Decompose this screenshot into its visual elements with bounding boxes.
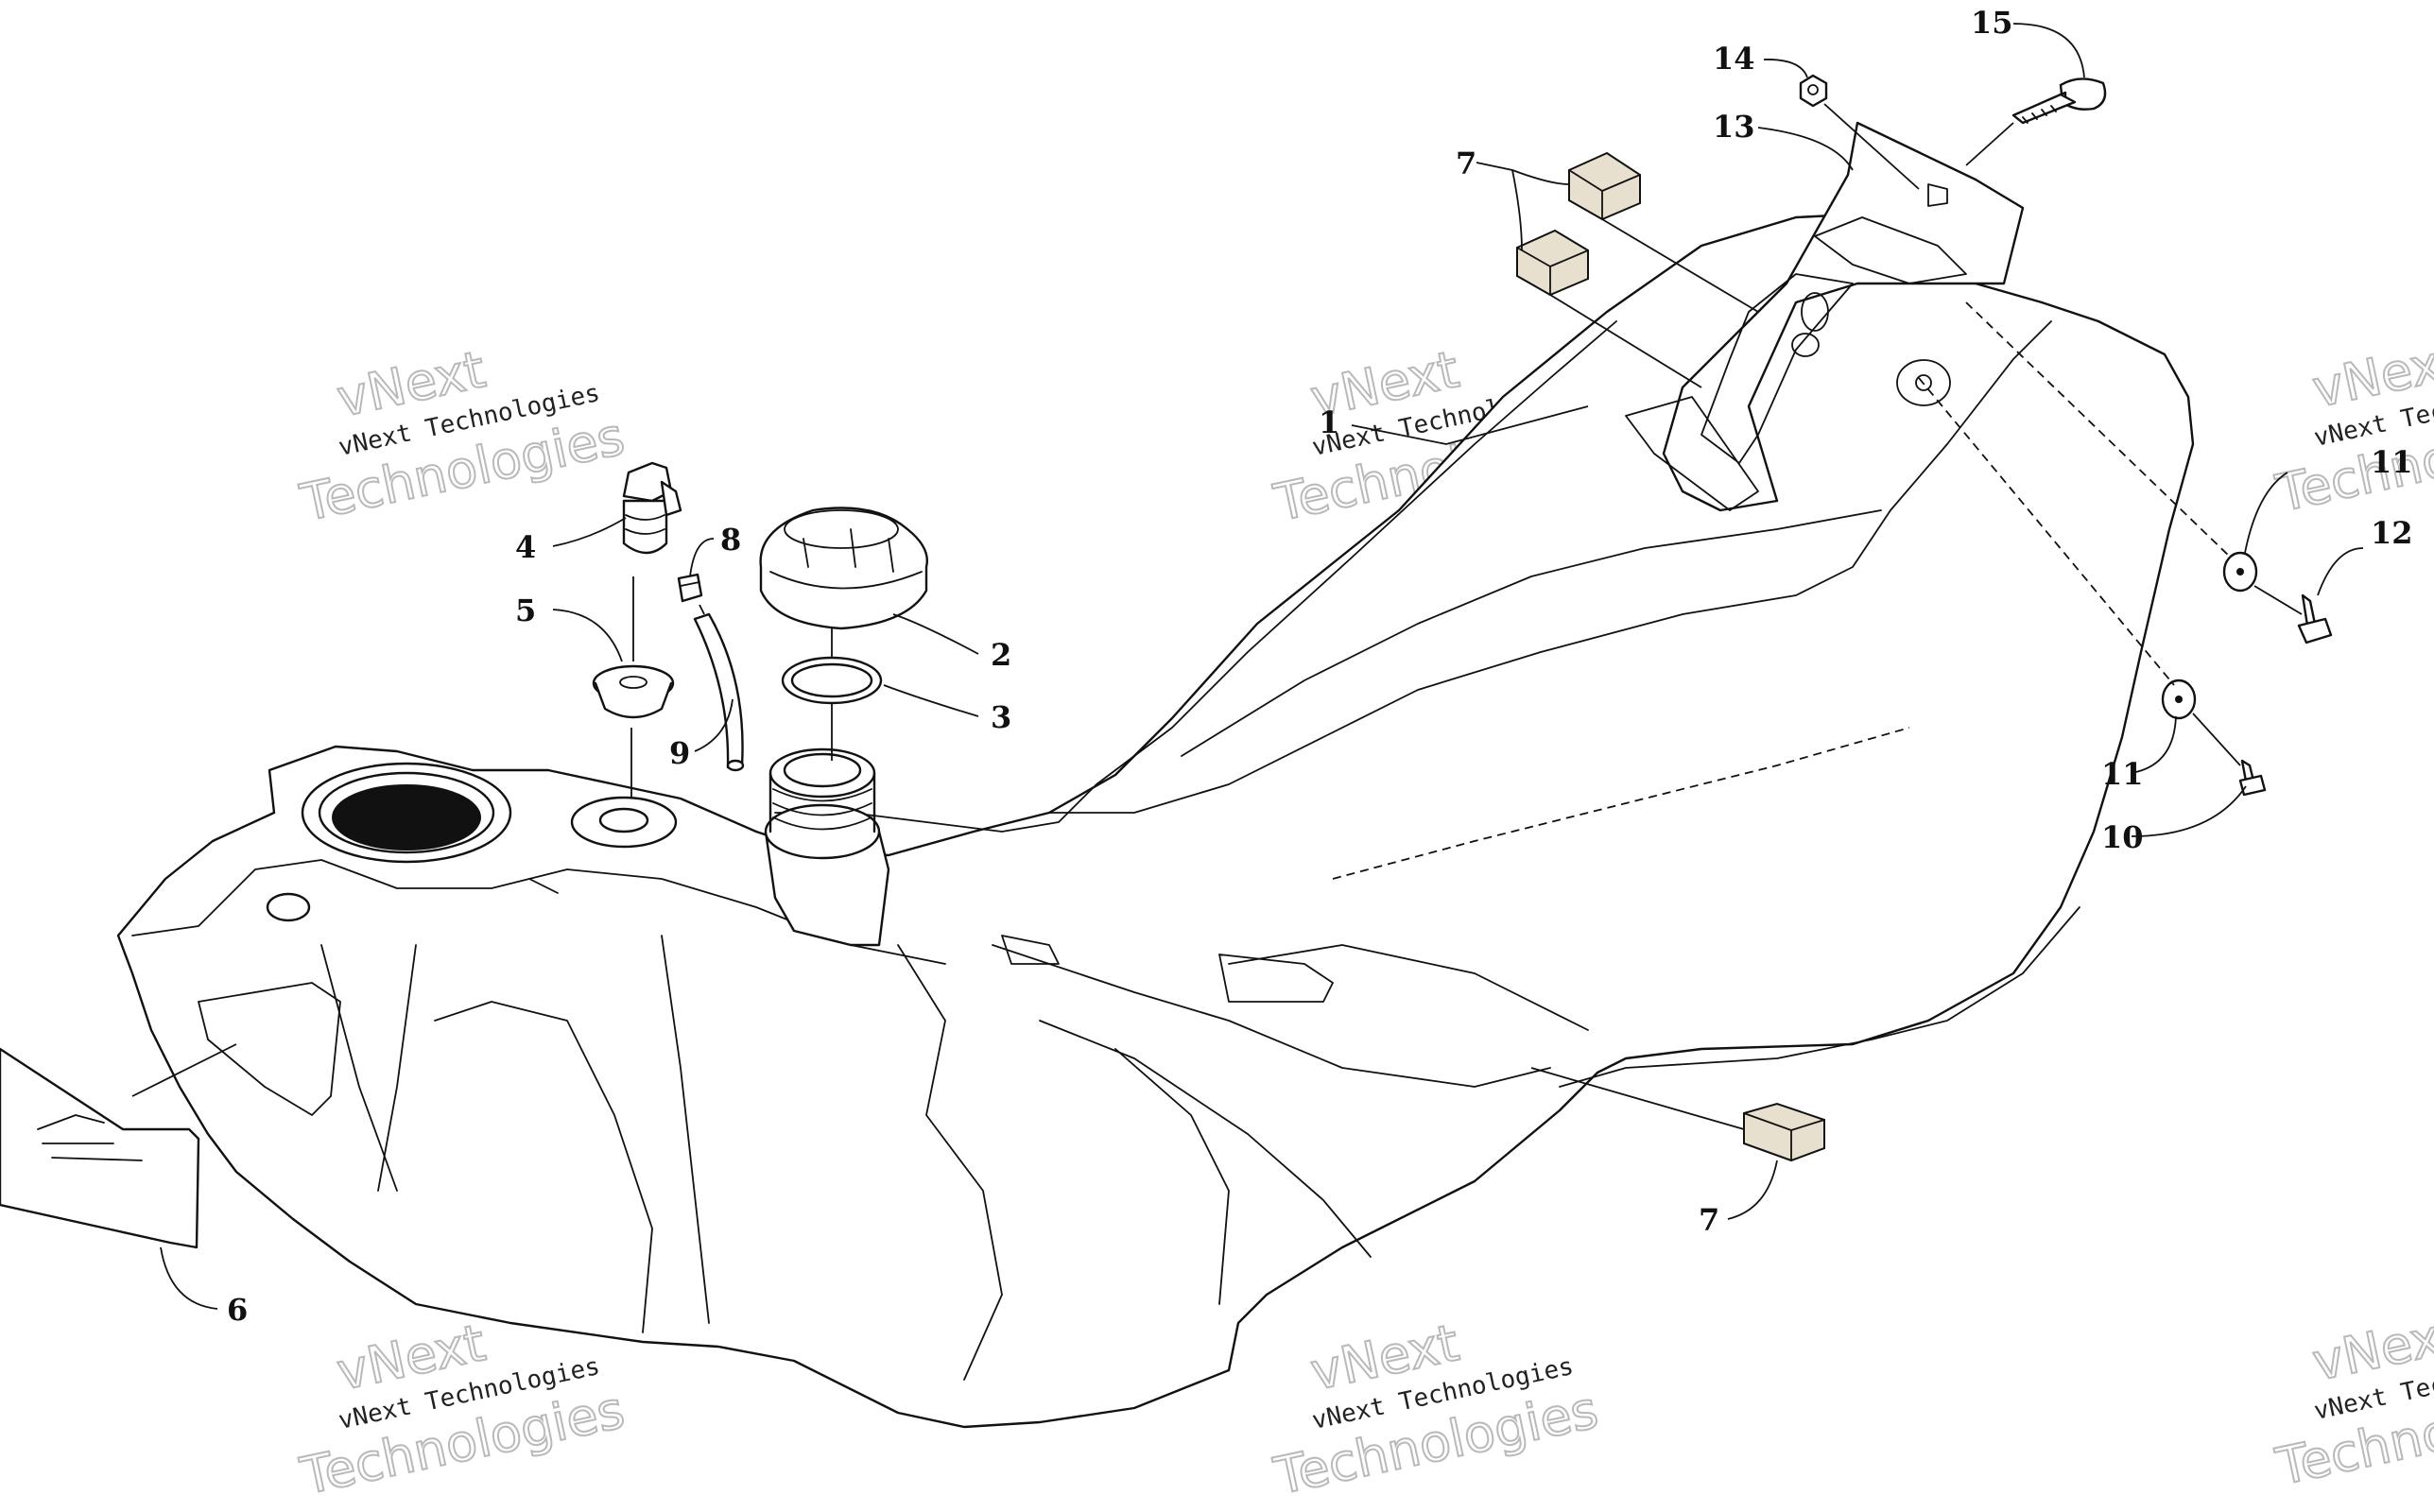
decal-label <box>0 1047 200 1249</box>
callout-11-lower: 11 <box>2101 756 2144 792</box>
vent-valve <box>622 461 682 555</box>
callout-7-lower: 7 <box>1699 1202 1719 1238</box>
watermark-top-right: vNext vNext Technologies Technologies <box>2270 329 2434 524</box>
watermark-bottom-center: vNext vNext Technologies Technologies <box>1268 1312 1603 1507</box>
callout-15: 15 <box>1971 5 2013 41</box>
callout-4: 4 <box>515 529 536 565</box>
leader-lines <box>160 23 2364 1310</box>
nut <box>1799 74 1828 108</box>
callout-12: 12 <box>2371 515 2413 551</box>
watermark-top-left: vNext vNext Technologies Technologies <box>294 338 630 534</box>
washer-lower <box>2161 679 2197 720</box>
foam-pad-upper-1 <box>1568 151 1641 221</box>
fuel-tank <box>116 121 2195 1429</box>
callout-13: 13 <box>1713 109 1755 145</box>
washer-upper <box>2222 551 2258 593</box>
screw-12 <box>2297 593 2333 644</box>
callout-6: 6 <box>227 1292 248 1328</box>
callout-7-upper: 7 <box>1456 146 1476 181</box>
callout-3: 3 <box>991 699 1011 735</box>
callout-11-upper: 11 <box>2371 444 2413 480</box>
callout-9: 9 <box>669 735 690 771</box>
grommet <box>592 664 675 719</box>
callout-2: 2 <box>991 637 1011 673</box>
foam-pad-lower <box>1743 1102 1825 1162</box>
fuel-cap <box>759 507 928 630</box>
o-ring <box>781 656 883 705</box>
vent-hose <box>693 612 745 772</box>
bolt-top <box>2011 77 2107 125</box>
watermark-bottom-right: vNext vNext Technologies Technologies <box>2270 1302 2434 1498</box>
callout-5: 5 <box>515 593 536 628</box>
callout-10: 10 <box>2101 819 2144 855</box>
callout-1: 1 <box>1319 404 1339 440</box>
callout-14: 14 <box>1713 41 1755 77</box>
assembly-lines <box>131 103 2303 1130</box>
hose-fitting <box>677 573 703 603</box>
foam-pad-upper-2 <box>1516 229 1589 297</box>
callout-labels: 1 2 3 4 5 6 7 7 8 9 10 11 11 12 13 14 15 <box>227 5 2413 1328</box>
callout-8: 8 <box>720 522 741 558</box>
